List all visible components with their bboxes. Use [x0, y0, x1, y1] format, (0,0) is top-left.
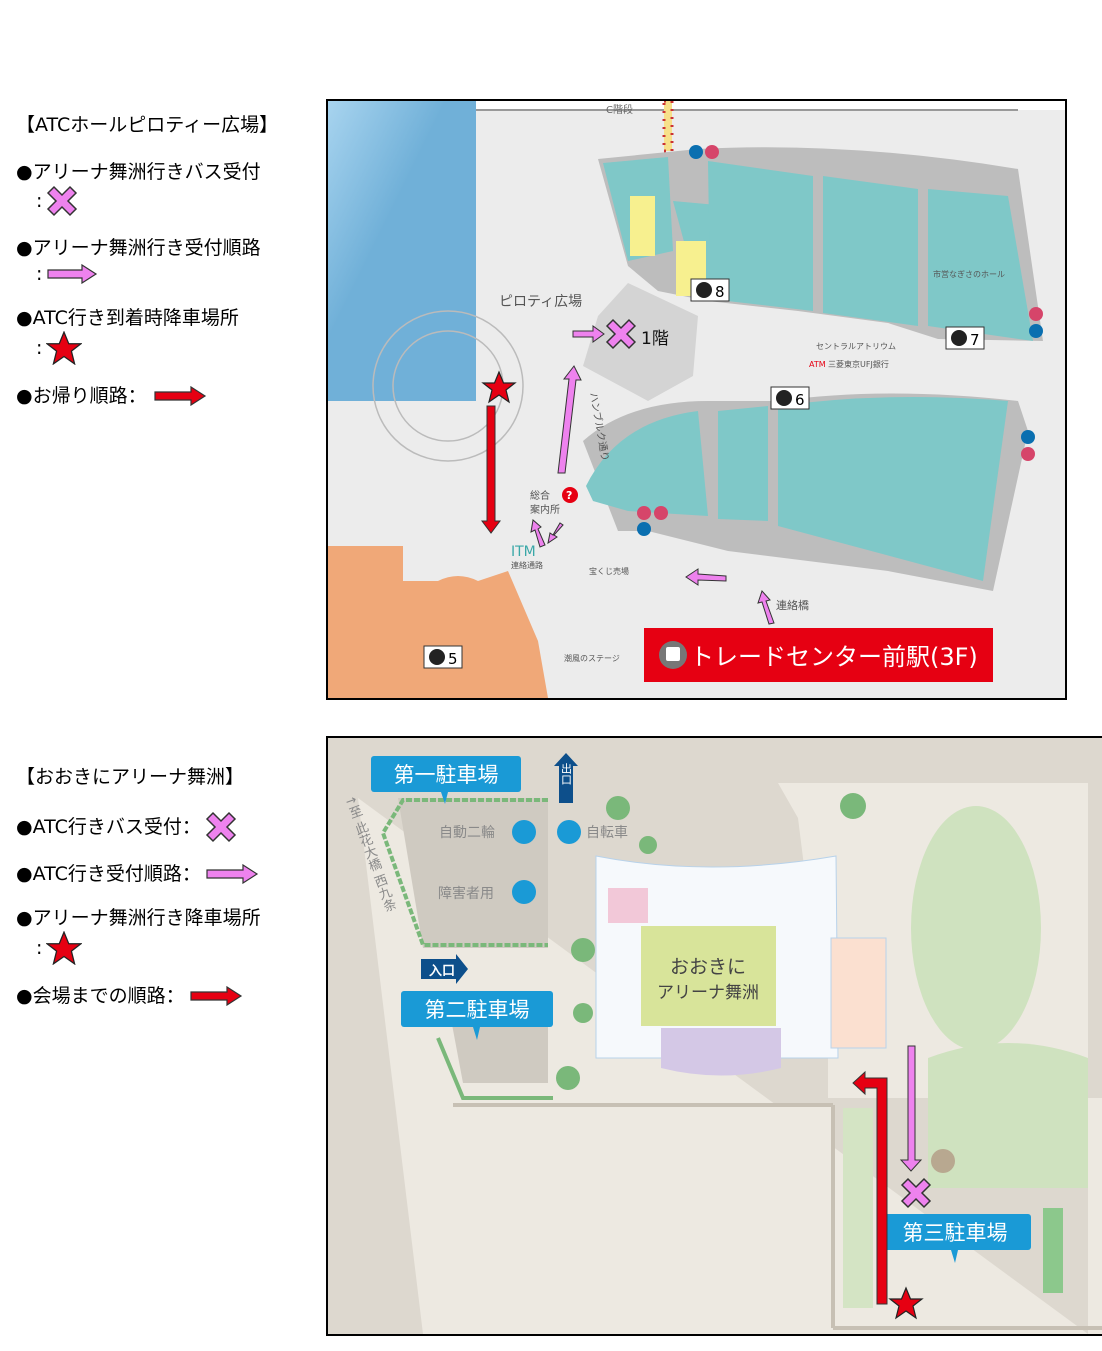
svg-text:?: ? [566, 489, 572, 502]
elevator-5-badge: 5 [423, 645, 463, 669]
connecting-passage-label: 連絡通路 [511, 560, 543, 570]
legend-bottom-title: 【おおきにアリーナ舞洲】 [16, 766, 245, 788]
arena-site-map: おおきに アリーナ舞洲 第一駐車場 第二駐車場 第三駐車場 出口 入口 自動二輪… [326, 736, 1102, 1336]
red-arrow-icon [189, 986, 242, 1006]
svg-text:第一駐車場: 第一駐車場 [394, 763, 499, 787]
motorcycle-label: 自動二輪 [439, 824, 495, 841]
info-icon [562, 487, 578, 503]
bank-label: 三菱東京UFJ銀行 [828, 359, 889, 369]
accessible-label: 障害者用 [438, 886, 494, 902]
water-area [328, 101, 476, 401]
pink-arrow-icon [47, 264, 98, 284]
piloti-plaza [583, 283, 698, 401]
restroom-icons [637, 145, 1043, 536]
entrance-sign: 入口 [421, 954, 468, 984]
svg-text:入口: 入口 [429, 964, 455, 979]
legend-item-venue-route: ●会場までの順路： [16, 983, 261, 1009]
svg-text:出口: 出口 [560, 762, 573, 785]
motorcycle-icon [512, 820, 536, 844]
svg-text:第二駐車場: 第二駐車場 [425, 998, 530, 1022]
station-banner [644, 628, 993, 682]
atm-label: ATM [809, 360, 826, 369]
orange-shops [328, 546, 548, 698]
legend-item-arena-dropoff: ●アリーナ舞洲行き降車場所 : [16, 905, 261, 965]
piloti-label: ピロティ広場 [499, 294, 582, 310]
stage-label: 潮風のステージ [564, 653, 620, 663]
parking2-label: 第二駐車場 [401, 991, 553, 1040]
trees [556, 793, 866, 1090]
svg-text:第三駐車場: 第三駐車場 [903, 1221, 1008, 1245]
wheelchair-icon [512, 880, 536, 904]
x-mark-icon [206, 812, 236, 842]
parking3-label: 第三駐車場 [879, 1214, 1031, 1263]
star-icon [46, 931, 82, 965]
bridge-label: 連絡橋 [776, 598, 809, 612]
parking1-label: 第一駐車場 [371, 756, 521, 804]
central-atrium-label: セントラルアトリウム [816, 342, 896, 351]
legend-item-arrival-dropoff: ●ATC行き到着時降車場所 : [16, 305, 278, 365]
floor1-label: 1階 [641, 329, 669, 349]
station-label: トレードセンター前駅(3F) [690, 643, 978, 671]
c-stairs-label: C階段 [606, 103, 633, 116]
svg-text:5: 5 [448, 650, 458, 668]
legend-item-bus-reception: ●アリーナ舞洲行きバス受付 : [16, 159, 278, 217]
return-route-arrow [481, 405, 501, 534]
pink-arrow-icon [206, 864, 258, 884]
elevator-8-badge: 8 [690, 278, 730, 302]
legend-item-atc-bus-reception: ●ATC行きバス受付： [16, 811, 261, 843]
lottery-label: 宝くじ売場 [589, 566, 629, 576]
exit-sign: 出口 [554, 753, 578, 803]
red-arrow-icon [153, 386, 206, 406]
info-label-2: 案内所 [530, 503, 560, 516]
legend-bottom: 【おおきにアリーナ舞洲】 ●ATC行きバス受付： ●ATC行き受付順路： ●アリ… [16, 762, 261, 1027]
elevator-6-badge: 6 [770, 386, 810, 410]
svg-text:7: 7 [970, 331, 980, 349]
star-icon [46, 331, 82, 365]
bicycle-icon [557, 820, 581, 844]
legend-top-title: 【ATCホールピロティー広場】 [16, 114, 279, 136]
arena-floor [641, 926, 776, 1026]
itm-label: ITM [511, 544, 536, 560]
legend-top: 【ATCホールピロティー広場】 ●アリーナ舞洲行きバス受付 : ●アリーナ舞洲行… [16, 110, 278, 427]
c-stairs-path [662, 101, 674, 153]
bicycle-label: 自転車 [586, 824, 628, 841]
atc-floor-map: C階段 市営なぎさのホール ピロティ広場 セントラルアトリウム ATM 三菱東京… [326, 99, 1067, 700]
arena-label-1: おおきに [670, 956, 746, 978]
arena-label-2: アリーナ舞洲 [657, 983, 759, 1003]
reception-route-arrows [530, 325, 775, 625]
svg-text:6: 6 [795, 391, 805, 409]
legend-item-return-route: ●お帰り順路： [16, 383, 278, 409]
atc-reception-route-arrow [899, 1045, 923, 1172]
nagisa-hall-label: 市営なぎさのホール [933, 269, 1005, 279]
info-label-1: 総合 [530, 489, 550, 502]
svg-text:8: 8 [715, 283, 725, 301]
legend-item-reception-route: ●アリーナ舞洲行き受付順路 : [16, 237, 261, 285]
park [928, 1043, 1088, 1188]
elevator-7-badge: 7 [945, 326, 985, 350]
oval-field [911, 806, 1041, 1050]
x-mark-icon [47, 186, 78, 216]
venue-route-arrow [852, 1070, 888, 1305]
legend-item-atc-reception-route: ●ATC行き受付順路： [16, 861, 261, 887]
